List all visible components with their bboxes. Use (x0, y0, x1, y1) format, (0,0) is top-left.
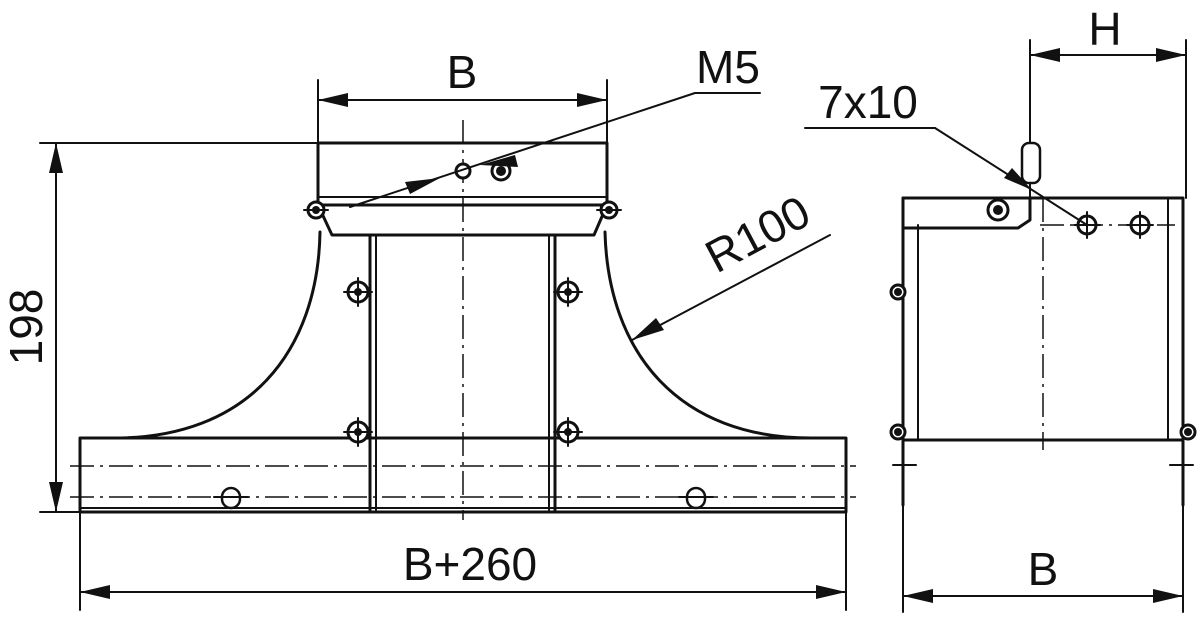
dimension-side-offset: H (1029, 3, 1187, 199)
side-top-bracket (901, 196, 1032, 230)
dimension-thread-leader: M5 (349, 41, 761, 208)
front-top-bevel (316, 203, 609, 237)
side-slot-tab (1020, 141, 1042, 185)
bolt-icon (1179, 423, 1197, 441)
bolt-icon (553, 277, 583, 307)
bolt-icon (343, 417, 373, 447)
slot-icon (213, 486, 249, 510)
slot-icon (678, 486, 714, 510)
dimension-label-side-width: B (1028, 543, 1059, 595)
dimension-top-width: B (317, 46, 608, 144)
dimension-label-thread: M5 (696, 41, 760, 93)
dimension-label-radius: R100 (697, 185, 819, 283)
dimension-radius-leader: R100 (631, 185, 831, 341)
dimension-label-side-offset: H (1088, 3, 1121, 55)
bolt-icon (343, 277, 373, 307)
dimension-label-height: 198 (0, 289, 52, 366)
front-right-curve (603, 230, 818, 440)
front-left-curve (108, 230, 322, 440)
bolt-icon (303, 200, 329, 220)
dimension-slot-leader: 7x10 (804, 76, 1088, 226)
bolt-icon (889, 283, 907, 301)
front-view (70, 120, 856, 520)
bolt-icon (553, 417, 583, 447)
dimension-label-base-width: B+260 (403, 538, 537, 590)
bolt-icon (889, 423, 907, 441)
side-view (889, 39, 1197, 507)
dimension-label-slot-size: 7x10 (818, 76, 918, 128)
dimension-label-top-width: B (447, 46, 478, 98)
dimension-height: 198 (0, 142, 319, 513)
bolt-icon (596, 200, 622, 220)
dimension-base-width: B+260 (79, 511, 847, 611)
bolt-icon (1126, 211, 1154, 239)
bolt-icon (986, 198, 1010, 222)
dimension-side-width: B (902, 504, 1184, 613)
